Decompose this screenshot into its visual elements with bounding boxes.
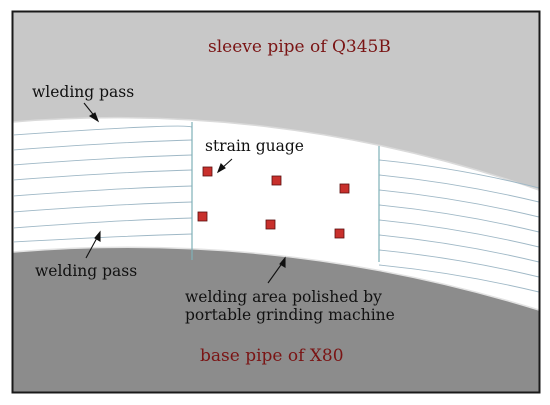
strain-gauge-5 [265, 219, 276, 230]
welding-pass-lines-left [14, 125, 192, 243]
arrow-head-top [88, 112, 100, 123]
welding-pass-top-label: wleding pass [32, 83, 134, 101]
welding-pass-lines-right [379, 159, 539, 293]
weld-band-top-edge [12, 116, 540, 191]
base-pipe-region [13, 247, 539, 392]
strain-gauge-2 [271, 175, 282, 186]
arrow-head-gauge [216, 163, 226, 174]
sleeve-pipe-label: sleeve pipe of Q345B [208, 37, 391, 57]
weld-band-bottom-edge [12, 246, 540, 311]
strain-gauge-1 [202, 166, 213, 177]
annotation-arrows [83, 102, 286, 284]
arrow-head-bottom [94, 230, 101, 242]
arrow-head-polished [279, 256, 286, 268]
strain-gauge-label: strain guage [205, 137, 304, 155]
polished-area-label-line1: welding area polished by [185, 288, 382, 306]
diagram-frame [11, 10, 541, 394]
strain-gauge-3 [339, 183, 350, 194]
base-pipe-label: base pipe of X80 [200, 346, 344, 366]
strain-gauges [197, 166, 350, 239]
weld-band [13, 117, 539, 310]
strain-gauge-6 [334, 228, 345, 239]
welding-pass-bottom-label: welding pass [35, 262, 137, 280]
polished-area-label-line2: portable grinding machine [185, 306, 395, 324]
strain-gauge-4 [197, 211, 208, 222]
